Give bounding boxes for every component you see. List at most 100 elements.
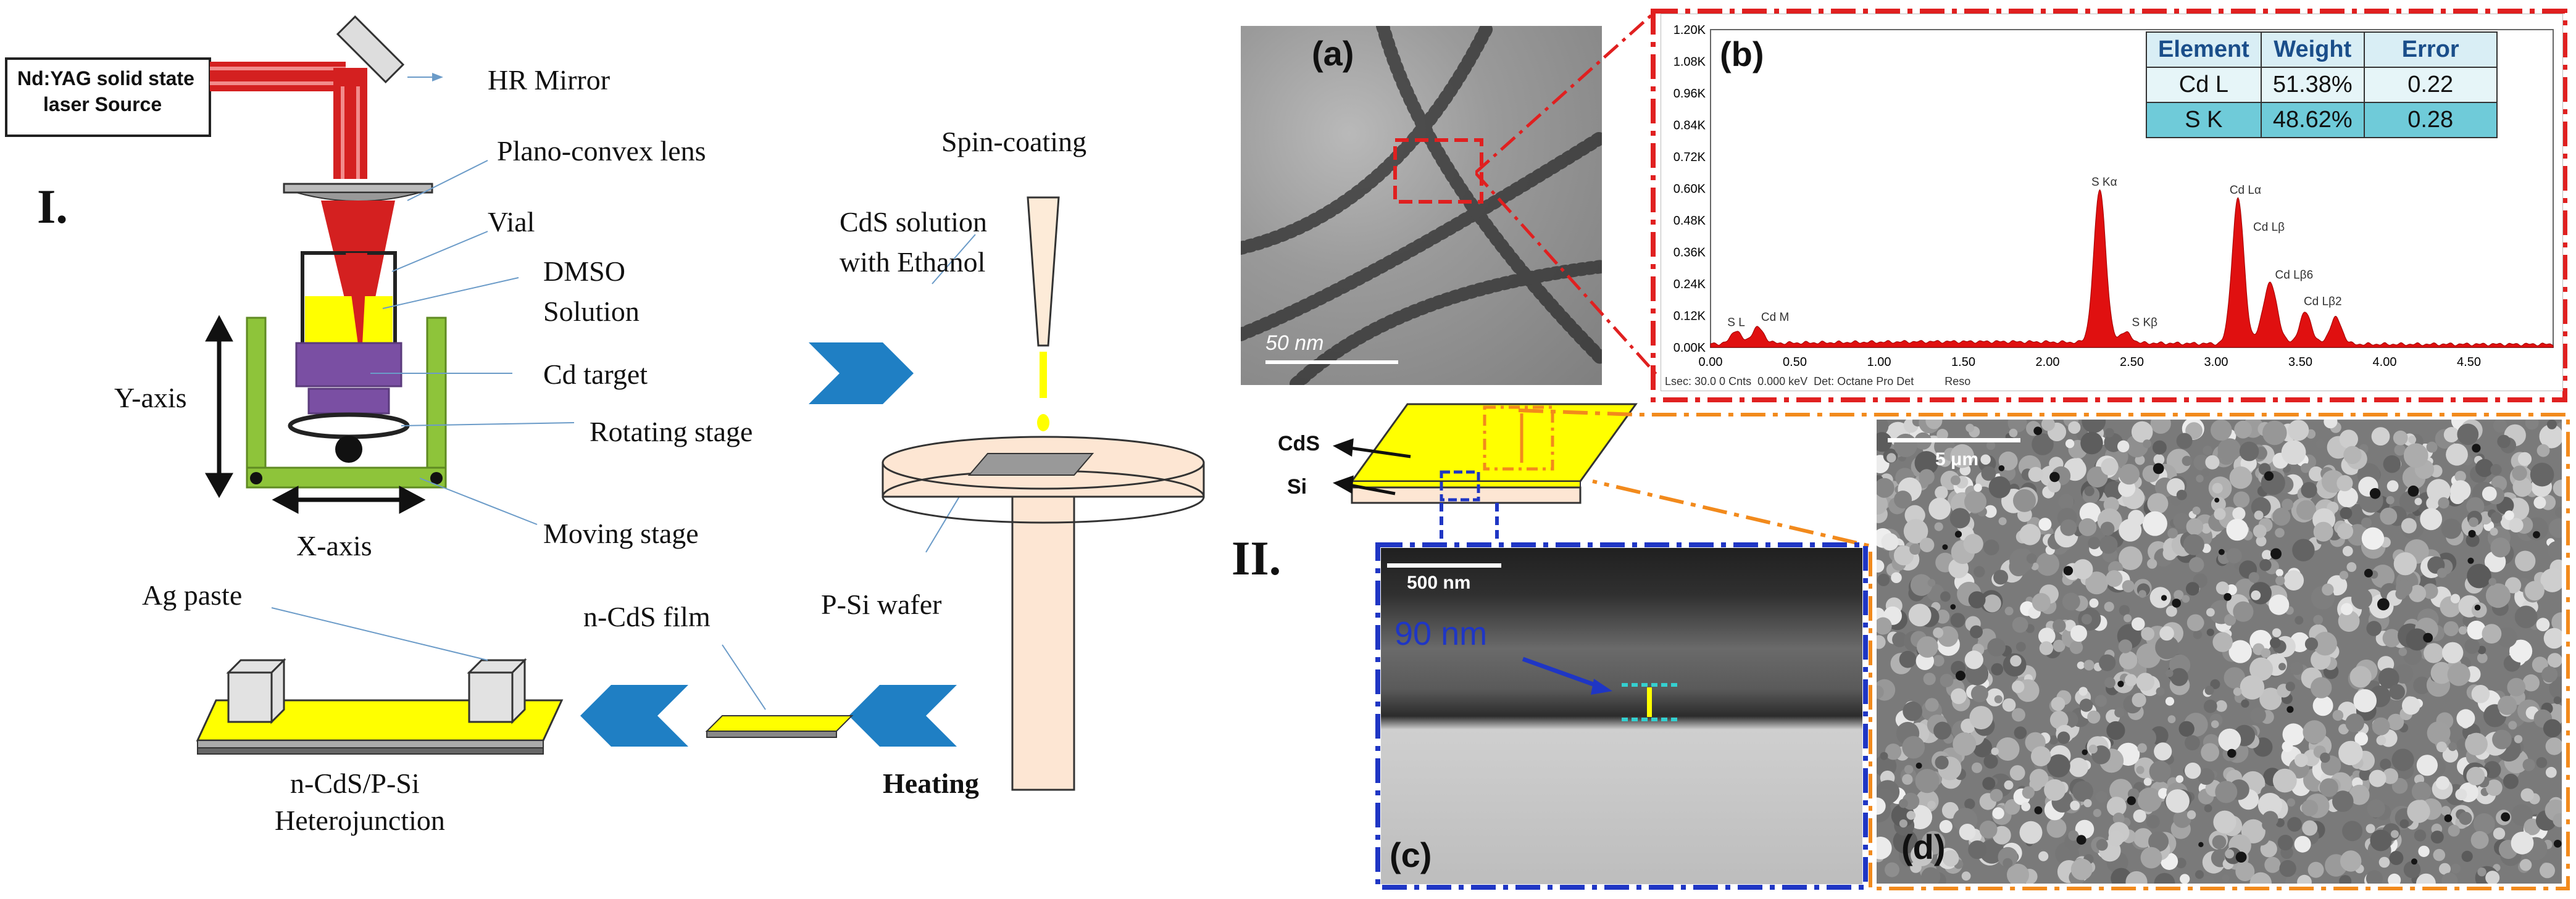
process-arrow-right xyxy=(809,342,914,404)
sem-grain xyxy=(2065,439,2075,449)
sem-grain xyxy=(2369,769,2386,787)
sem-grain xyxy=(2382,768,2398,784)
sem-grain xyxy=(1993,570,2009,585)
sem-grain xyxy=(2233,491,2250,508)
sem-pore xyxy=(2172,599,2181,608)
sem-grain xyxy=(2058,494,2074,510)
sem-grain xyxy=(2290,661,2304,675)
sem-grain xyxy=(2411,781,2432,802)
section-label-i: I. xyxy=(37,180,68,233)
sem-grain xyxy=(2142,511,2167,536)
sem-grain xyxy=(2154,872,2175,884)
sem-grain xyxy=(2511,831,2534,855)
sem-grain xyxy=(2403,646,2422,665)
sem-grain xyxy=(2430,831,2444,844)
tem-zoom-box xyxy=(1393,138,1483,204)
sem-grain xyxy=(1979,820,1998,839)
sem-pore xyxy=(2224,593,2232,601)
sem-grain xyxy=(2215,700,2227,712)
eds-y-tick: 0.96K xyxy=(1674,87,1706,101)
sem-grain xyxy=(2366,870,2383,884)
eds-peak-label: S Kβ xyxy=(2132,317,2158,329)
sem-grain xyxy=(2313,631,2337,656)
sem-grain xyxy=(2259,559,2272,571)
sem-grain xyxy=(2442,747,2459,763)
sem-grain xyxy=(1877,617,1892,635)
sem-grain xyxy=(2270,637,2281,648)
sem-grain xyxy=(2430,661,2453,684)
sem-grain xyxy=(1877,573,1890,586)
sem-grain xyxy=(2152,440,2167,455)
sem-grain xyxy=(2272,768,2297,793)
sem-grain xyxy=(2104,428,2114,437)
sem-grain xyxy=(2119,651,2138,669)
sem-grain xyxy=(2212,835,2227,850)
sem-grain xyxy=(1933,627,1944,638)
sem-grain xyxy=(2269,594,2290,615)
sem-grain xyxy=(1894,491,1912,509)
ncds-film-label: n-CdS film xyxy=(583,601,711,632)
sem-grain xyxy=(2442,642,2464,663)
sem-grain xyxy=(2044,779,2066,801)
sem-grain xyxy=(2277,834,2293,851)
sem-grain xyxy=(2401,518,2417,534)
sem-grain xyxy=(2119,463,2140,485)
lens-label: Plano-convex lens xyxy=(497,135,706,167)
sem-grain xyxy=(2493,420,2507,433)
hr-mirror-label: HR Mirror xyxy=(488,64,611,96)
sem-grain xyxy=(2488,578,2496,586)
sem-grain xyxy=(2345,713,2364,732)
sem-grain xyxy=(2193,454,2210,471)
sem-grain xyxy=(2509,639,2533,663)
eds-y-tick: 1.20K xyxy=(1674,23,1706,37)
sem-grain xyxy=(1893,545,1914,566)
eds-x-tick: 3.00 xyxy=(2204,355,2228,369)
sem-grain xyxy=(2466,497,2485,515)
ag-contact-right xyxy=(467,658,527,724)
sem-grain xyxy=(2450,594,2461,603)
sem-grain xyxy=(2026,553,2037,564)
sem-pore xyxy=(2553,840,2562,848)
eds-y-tick: 0.00K xyxy=(1674,341,1706,355)
sem-grain xyxy=(2117,440,2130,453)
sem-grain xyxy=(2366,621,2382,636)
sem-grain xyxy=(2049,735,2059,745)
sem-grain xyxy=(2212,483,2223,494)
sem-grain xyxy=(1964,798,1975,810)
sem-grain xyxy=(1996,737,2020,761)
sem-grain xyxy=(2204,686,2214,695)
sem-grain xyxy=(1899,650,1917,668)
sem-grain xyxy=(1986,441,1996,450)
sem-grain xyxy=(2013,489,2036,512)
sem-grain xyxy=(2554,507,2562,518)
sem-grain xyxy=(2225,849,2235,859)
sem-grain xyxy=(2372,717,2390,735)
sem-pore xyxy=(2501,812,2511,822)
sem-grain xyxy=(2403,861,2421,879)
sem-grain xyxy=(2257,793,2282,818)
sem-grain xyxy=(2019,821,2043,844)
sem-grain xyxy=(2465,732,2488,756)
sem-grain xyxy=(2038,518,2052,531)
sem-grain xyxy=(2077,661,2085,669)
sem-grain xyxy=(2143,777,2152,786)
sem-grain xyxy=(2188,557,2204,573)
sem-grain xyxy=(2454,471,2466,483)
sem-grain xyxy=(2212,632,2233,652)
sem-grain xyxy=(2424,643,2444,663)
sem-grain xyxy=(2249,657,2274,681)
sem-grain xyxy=(2386,480,2399,492)
sem-pore xyxy=(1915,762,1922,769)
sem-pore xyxy=(2468,529,2476,538)
sem-grain xyxy=(1921,867,1941,884)
sem-pore xyxy=(2270,548,2282,560)
sem-grain xyxy=(2021,802,2031,811)
sem-grain xyxy=(2547,541,2562,560)
eds-x-tick: 4.50 xyxy=(2457,355,2481,369)
sem-grain xyxy=(2435,776,2450,790)
sem-grain xyxy=(2471,685,2490,703)
sem-grain xyxy=(2132,692,2146,708)
sem-grain xyxy=(2398,647,2407,657)
sem-grain xyxy=(2154,742,2172,761)
